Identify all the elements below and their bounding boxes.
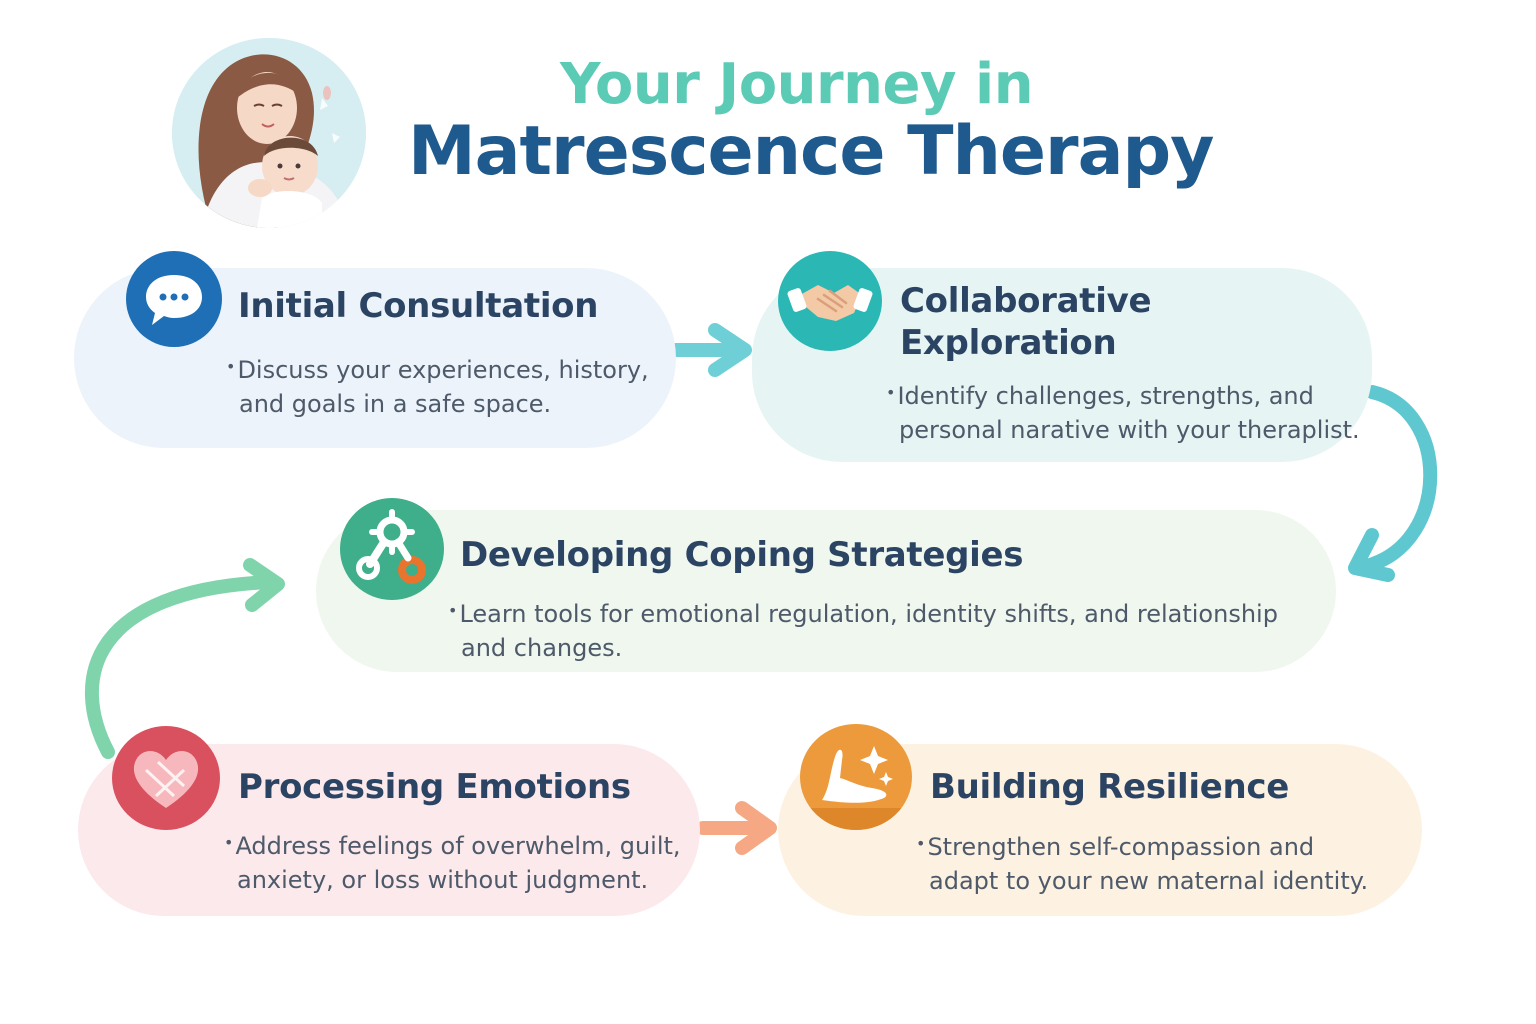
step-desc-collaborative-exploration: •Identify challenges, strengths, and per… <box>886 376 1360 447</box>
desc-line: and changes. <box>461 634 623 662</box>
chat-bubble-icon <box>126 251 222 347</box>
desc-line: Address feelings of overwhelm, guilt, <box>235 832 681 860</box>
step-title-initial-consultation: Initial Consultation <box>238 286 599 326</box>
desc-line: adapt to your new maternal identity. <box>929 867 1369 895</box>
title-line: Exploration <box>900 323 1117 363</box>
bullet: • <box>916 834 926 853</box>
bullet: • <box>224 833 234 852</box>
gears-icon <box>340 498 444 600</box>
step-card-developing-coping-strategies <box>316 510 1336 672</box>
desc-line: anxiety, or loss without judgment. <box>237 866 649 894</box>
desc-line: Learn tools for emotional regulation, id… <box>459 600 1278 628</box>
arrow-step2-to-step3 <box>1348 385 1438 582</box>
arrow-step1-to-step2 <box>669 323 752 377</box>
hand-sparkle-icon <box>800 724 912 830</box>
step-desc-building-resilience: •Strengthen self-compassion and adapt to… <box>916 827 1368 898</box>
bullet: • <box>226 357 236 376</box>
page-title-line-1: Your Journey in <box>560 52 1034 117</box>
step-desc-initial-consultation: •Discuss your experiences, history, and … <box>226 350 649 421</box>
mother-baby-illustration <box>172 38 366 228</box>
handshake-icon <box>778 251 882 351</box>
step-title-processing-emotions: Processing Emotions <box>238 767 631 807</box>
desc-line: Discuss your experiences, history, <box>237 356 649 384</box>
step-desc-developing-coping-strategies: •Learn tools for emotional regulation, i… <box>448 594 1278 665</box>
step-title-building-resilience: Building Resilience <box>930 767 1290 807</box>
step-title-developing-coping-strategies: Developing Coping Strategies <box>460 535 1024 575</box>
page-title-line-2: Matrescence Therapy <box>408 112 1214 191</box>
title-line: Collaborative <box>900 281 1152 321</box>
bullet: • <box>448 601 458 620</box>
step-desc-processing-emotions: •Address feelings of overwhelm, guilt, a… <box>224 826 681 897</box>
desc-line: Identify challenges, strengths, and <box>897 382 1314 410</box>
arrow-step4-to-step5 <box>696 801 777 855</box>
desc-line: and goals in a safe space. <box>239 390 552 418</box>
bullet: • <box>886 383 896 402</box>
arrow-step4-to-step3 <box>84 558 285 759</box>
desc-line: personal narative with your theraplist. <box>899 416 1360 444</box>
heart-icon <box>112 726 220 830</box>
desc-line: Strengthen self-compassion and <box>927 833 1315 861</box>
step-title-collaborative-exploration: Collaborative Exploration <box>900 280 1152 364</box>
